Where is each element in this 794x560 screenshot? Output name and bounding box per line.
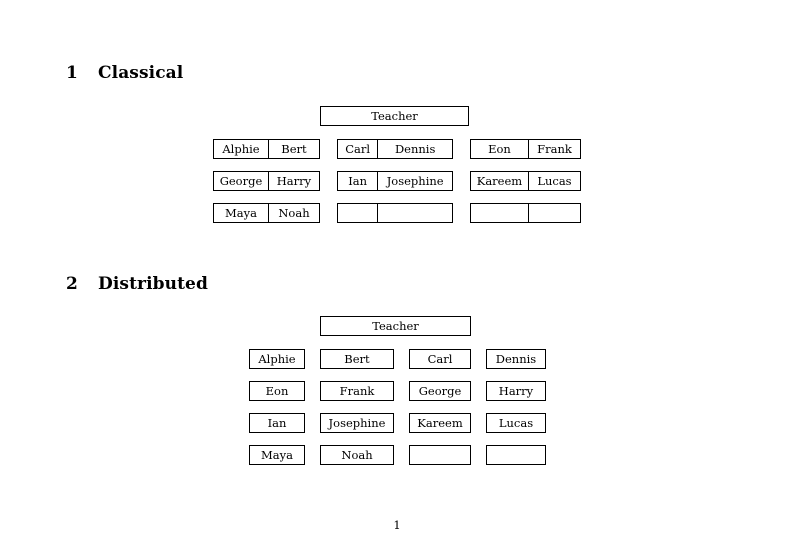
student-cell	[338, 204, 377, 222]
student-pair-row-empty	[337, 203, 453, 223]
student-cell: Ian	[348, 174, 368, 188]
student-cell: Dennis	[377, 140, 452, 158]
student-cell: Lucas	[527, 172, 580, 190]
student-pair-row: Carl Dennis	[337, 139, 453, 159]
student-box-empty	[486, 445, 546, 465]
student-cell	[527, 204, 580, 222]
student-cell: Eon	[488, 142, 511, 156]
student-pair-row-empty	[470, 203, 581, 223]
student-box: Ian	[249, 413, 305, 433]
teacher-box-distributed: Teacher	[320, 316, 471, 336]
student-cell: Kareem	[476, 174, 523, 188]
section-number: 2	[66, 274, 78, 294]
teacher-box-classical: Teacher	[320, 106, 469, 126]
section-title: Distributed	[98, 274, 208, 294]
student-box: Lucas	[486, 413, 546, 433]
student-box: Kareem	[409, 413, 471, 433]
student-pair-row: Ian Josephine	[337, 171, 453, 191]
student-pair-row: Maya Noah	[213, 203, 320, 223]
student-box: Noah	[320, 445, 394, 465]
student-pair-row: Alphie Bert	[213, 139, 320, 159]
student-cell: George	[219, 174, 263, 188]
page-number: 1	[393, 518, 401, 532]
student-pair-row: Eon Frank	[470, 139, 581, 159]
student-box-empty	[409, 445, 471, 465]
section-heading-classical: 1 Classical	[66, 65, 183, 82]
student-cell: Carl	[345, 142, 371, 156]
student-box: Eon	[249, 381, 305, 401]
section-number: 1	[66, 63, 78, 83]
student-cell	[377, 204, 452, 222]
student-cell: Noah	[267, 204, 319, 222]
student-cell: Harry	[267, 172, 319, 190]
student-cell: Bert	[267, 140, 319, 158]
student-cell: Alphie	[222, 142, 260, 156]
student-box: Josephine	[320, 413, 394, 433]
student-pair-row: Kareem Lucas	[470, 171, 581, 191]
student-box: Carl	[409, 349, 471, 369]
section-heading-distributed: 2 Distributed	[66, 276, 208, 293]
student-cell: Maya	[224, 206, 257, 220]
student-box: Frank	[320, 381, 394, 401]
student-cell	[471, 204, 528, 222]
student-box: Harry	[486, 381, 546, 401]
student-cell: Frank	[527, 140, 580, 158]
student-box: Dennis	[486, 349, 546, 369]
student-box: Alphie	[249, 349, 305, 369]
student-cell: Josephine	[377, 172, 452, 190]
student-box: George	[409, 381, 471, 401]
student-pair-row: George Harry	[213, 171, 320, 191]
student-box: Maya	[249, 445, 305, 465]
student-box: Bert	[320, 349, 394, 369]
section-title: Classical	[98, 63, 184, 83]
